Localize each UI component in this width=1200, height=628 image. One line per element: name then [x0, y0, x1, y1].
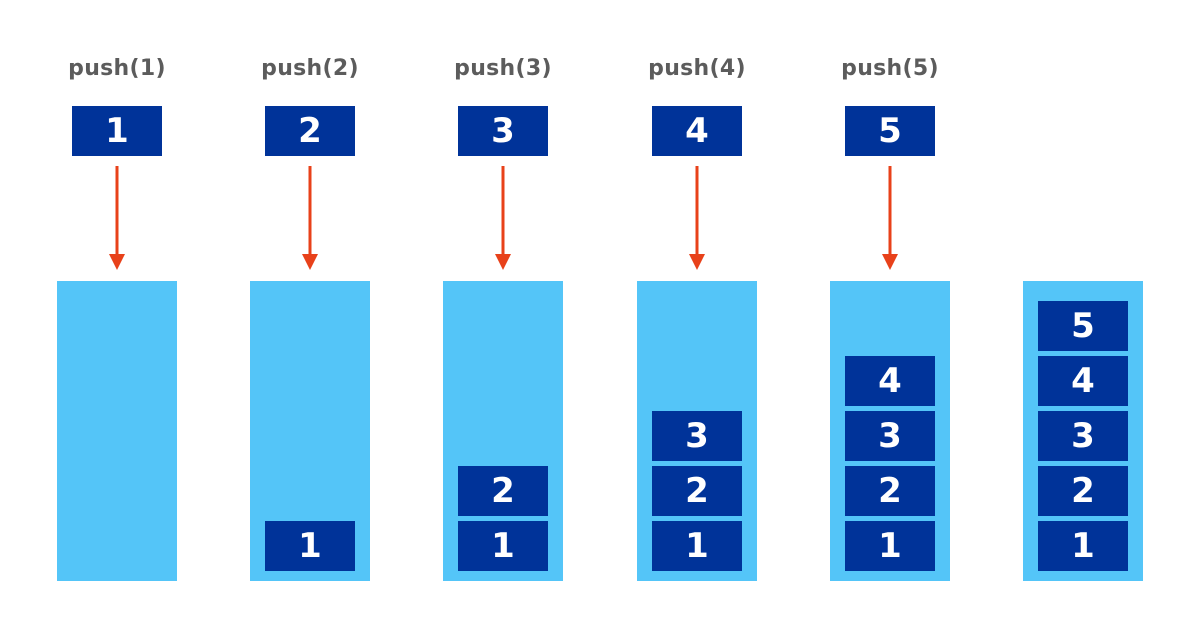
stack-item: 2 [458, 466, 548, 516]
incoming-item-5: 5 [845, 106, 935, 156]
incoming-item-4: 4 [652, 106, 742, 156]
push-arrow-4 [689, 166, 705, 270]
push-label-3: push(3) [454, 56, 552, 81]
stack-item: 1 [845, 521, 935, 571]
stack-item: 2 [652, 466, 742, 516]
stack-item: 3 [845, 411, 935, 461]
push-arrow-3 [495, 166, 511, 270]
stack-item: 4 [1038, 356, 1128, 406]
incoming-item-3: 3 [458, 106, 548, 156]
stack-container-1 [57, 281, 177, 581]
incoming-item-1: 1 [72, 106, 162, 156]
stack-item: 1 [652, 521, 742, 571]
push-label-2: push(2) [261, 56, 359, 81]
stack-container-2: 1 [250, 281, 370, 581]
push-arrow-5 [882, 166, 898, 270]
stack-item: 3 [652, 411, 742, 461]
stack-item: 1 [458, 521, 548, 571]
stack-item: 2 [1038, 466, 1128, 516]
stack-item: 3 [1038, 411, 1128, 461]
stack-item: 4 [845, 356, 935, 406]
push-arrow-2 [302, 166, 318, 270]
push-arrow-1 [109, 166, 125, 270]
push-label-5: push(5) [841, 56, 939, 81]
push-label-4: push(4) [648, 56, 746, 81]
incoming-item-2: 2 [265, 106, 355, 156]
push-label-1: push(1) [68, 56, 166, 81]
stack-item: 1 [1038, 521, 1128, 571]
stack-item: 1 [265, 521, 355, 571]
stack-item: 2 [845, 466, 935, 516]
stack-item: 5 [1038, 301, 1128, 351]
